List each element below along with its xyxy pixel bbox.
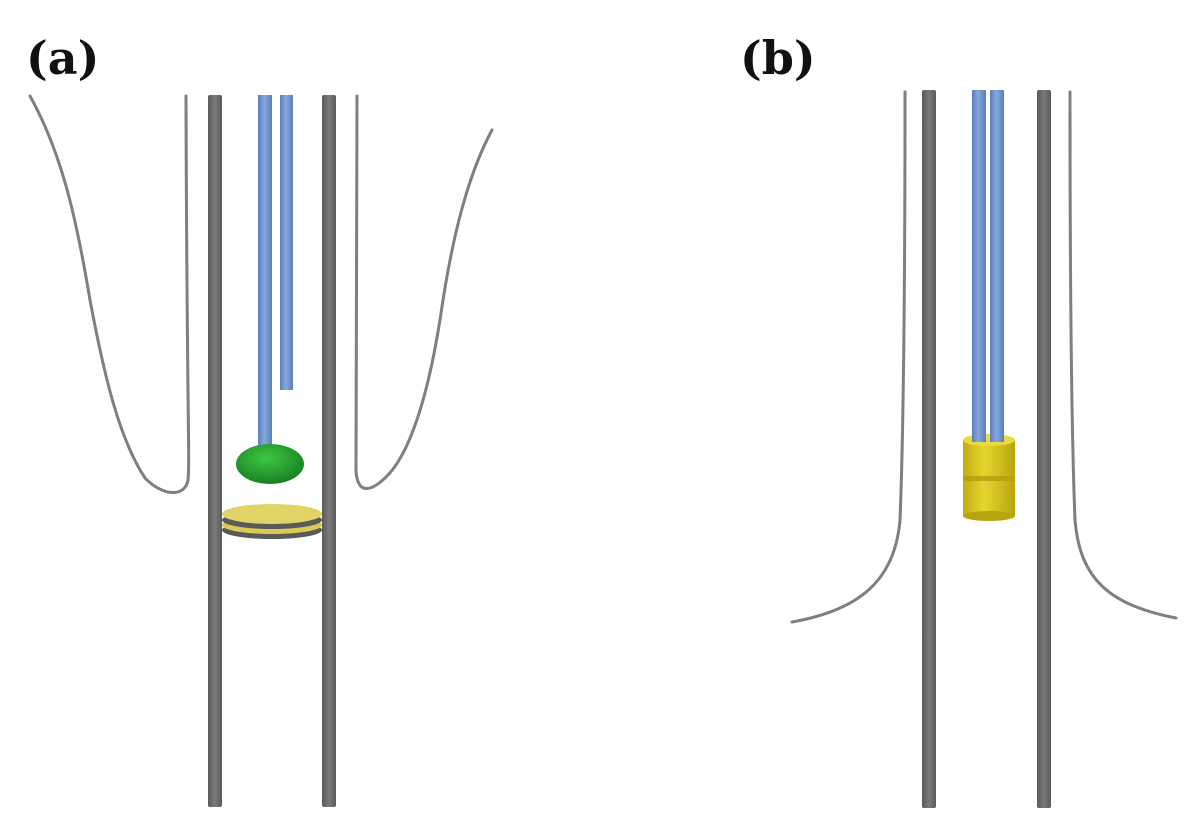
- fiber-right: [990, 90, 1004, 440]
- tube-wall-right: [322, 95, 336, 807]
- fiber-short: [280, 95, 293, 390]
- panel-a: (a): [26, 31, 494, 807]
- panel-label-b: (b): [740, 31, 816, 85]
- fiber-long: [258, 95, 272, 455]
- fiber-left: [972, 90, 986, 440]
- panel-b: (b): [740, 31, 1178, 808]
- cavity-outline-right: [1068, 90, 1178, 620]
- cavity-outline-left: [790, 90, 907, 624]
- cavity-outline-right: [354, 94, 494, 490]
- droplet: [236, 444, 304, 484]
- tube-wall-right: [1037, 90, 1051, 808]
- disk-stack: [222, 504, 322, 539]
- panel-label-a: (a): [26, 31, 99, 85]
- tube-wall-left: [208, 95, 222, 807]
- sleeve: [963, 432, 1015, 521]
- cavity-outline-left: [28, 94, 191, 494]
- tube-wall-left: [922, 90, 936, 808]
